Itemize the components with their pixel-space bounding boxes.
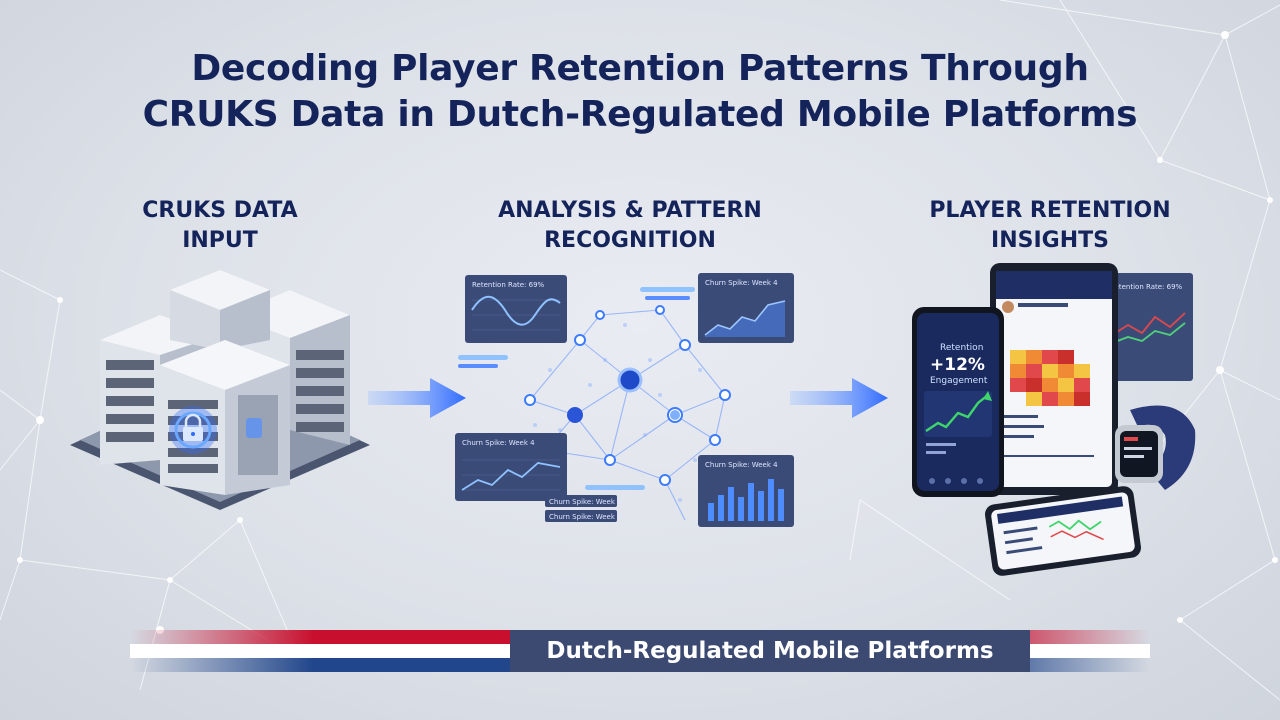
smartphone-device: Retention +12% Engagement	[912, 307, 1004, 497]
padlock-icon	[169, 406, 217, 454]
landscape-phone-device	[985, 486, 1141, 576]
page-title: Decoding Player Retention Patterns Throu…	[0, 46, 1280, 138]
dutch-flag-ribbon: Dutch-Regulated Mobile Platforms	[130, 630, 1150, 672]
card-title-top-right: Churn Spike: Week 4	[705, 279, 778, 287]
card-title-bottom-left: Churn Spike: Week 4	[462, 439, 535, 447]
svg-text:Churn Spike: Week 4: Churn Spike: Week 4	[549, 513, 622, 521]
phone-caption: Engagement	[930, 376, 988, 386]
svg-text:Churn Spike: Week 4: Churn Spike: Week 4	[549, 498, 622, 506]
neural-network-icon: Retention Rate: 69% Churn Spike: Week 4 …	[455, 273, 794, 527]
card-title-top-left: Retention Rate: 69%	[472, 281, 545, 289]
card-title-bottom-right: Churn Spike: Week 4	[705, 461, 778, 469]
flow-arrow-2	[790, 378, 888, 418]
phone-value: +12%	[930, 355, 985, 375]
mobile-devices-icon: Retention Rate: 69% Retention +1	[912, 263, 1196, 576]
stage-label-retention-insights: PLAYER RETENTION INSIGHTS	[929, 198, 1171, 253]
churn-tag-2: Churn Spike: Week 4	[545, 510, 622, 522]
server-rack-icon	[70, 270, 370, 510]
phone-heading: Retention	[940, 343, 983, 353]
smartwatch-device	[1115, 405, 1196, 490]
retention-rate-card: Retention Rate: 69%	[465, 275, 567, 343]
title-line-2: CRUKS Data in Dutch-Regulated Mobile Pla…	[142, 94, 1138, 135]
stage-label-analysis: ANALYSIS & PATTERN RECOGNITION	[498, 198, 762, 253]
churn-spike-card-top: Churn Spike: Week 4	[698, 273, 794, 343]
tablet-device	[990, 263, 1118, 495]
retention-rate-floating-card: Retention Rate: 69%	[1105, 273, 1193, 381]
flow-arrow-1	[368, 378, 466, 418]
ribbon-label: Dutch-Regulated Mobile Platforms	[510, 630, 1030, 672]
title-line-1: Decoding Player Retention Patterns Throu…	[191, 48, 1089, 89]
churn-spike-card-left: Churn Spike: Week 4	[455, 433, 567, 501]
churn-spike-card-right: Churn Spike: Week 4	[698, 455, 794, 527]
svg-text:Retention Rate: 69%: Retention Rate: 69%	[1110, 283, 1183, 291]
stage-label-cruks-input: CRUKS DATA INPUT	[142, 198, 298, 253]
churn-tag-1: Churn Spike: Week 4	[545, 495, 622, 507]
